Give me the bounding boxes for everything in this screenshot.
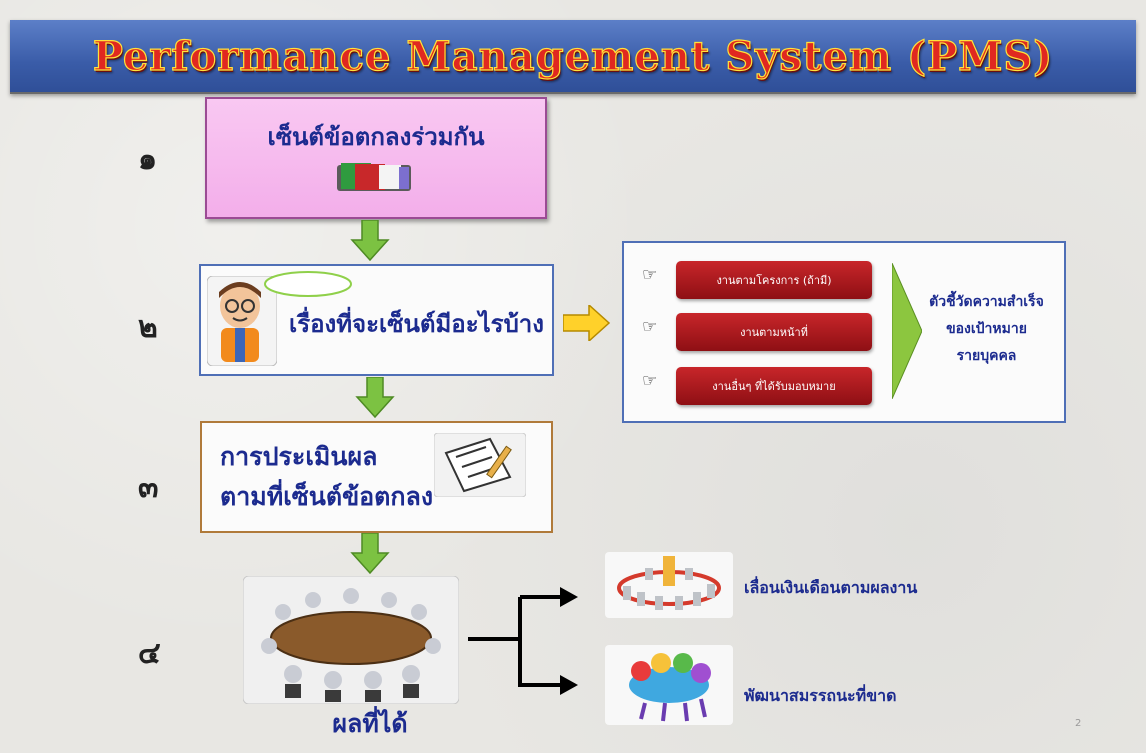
page-number: 2 [1075, 718, 1082, 729]
pointing-hand-icon: ☞ [642, 265, 658, 285]
down-arrow-icon [350, 220, 390, 262]
pointing-hand-icon: ☞ [642, 371, 658, 391]
pointing-hand-icon: ☞ [642, 317, 658, 337]
down-arrow-icon [350, 533, 390, 575]
branch-arrow-icon [468, 587, 578, 695]
step-4-label: ผลที่ได้ [332, 709, 408, 738]
step-2-box: เรื่องที่จะเซ็นต์มีอะไรบ้าง [199, 264, 554, 376]
title-bar: Performance Management System (PMS) [10, 20, 1136, 94]
outcome-salary: เลื่อนเงินเดือนตามผลงาน [744, 578, 918, 597]
step-1-label: เซ็นต์ข้อตกลงร่วมกัน [267, 123, 485, 151]
meeting-table-icon [243, 576, 459, 704]
notebook-icon [337, 163, 411, 191]
work-item-duty: งานตามหน้าที่ [676, 313, 872, 351]
step-2-label: เรื่องที่จะเซ็นต์มีอะไรบ้าง [289, 310, 544, 338]
checklist-icon [434, 433, 526, 497]
chevron-right-icon [892, 263, 922, 399]
down-arrow-icon [355, 377, 395, 419]
cartoon-man-icon [207, 276, 277, 366]
step-3-label-line-2: ตามที่เซ็นต์ข้อตกลง [220, 482, 434, 511]
right-arrow-icon [563, 305, 611, 341]
step-1-box: เซ็นต์ข้อตกลงร่วมกัน [205, 97, 547, 219]
step-3-box: การประเมินผล ตามที่เซ็นต์ข้อตกลง [200, 421, 553, 533]
money-circle-icon [605, 552, 733, 618]
work-item-assigned: งานอื่นๆ ที่ได้รับมอบหมาย [676, 367, 872, 405]
step-number-3: ๓ [138, 470, 159, 505]
page-title: Performance Management System (PMS) [92, 32, 1054, 80]
step-number-4: ๔ [138, 636, 161, 671]
step-number-2: ๒ [138, 310, 158, 345]
kpi-line-2: ของเป้าหมาย [946, 321, 1027, 337]
step-number-1: ๑ [138, 142, 158, 177]
work-item-project: งานตามโครงการ (ถ้ามี) [676, 261, 872, 299]
speech-bubble-icon [264, 271, 352, 297]
step-3-label-line-1: การประเมินผล [220, 442, 378, 471]
kpi-line-3: รายบุคคล [956, 348, 1017, 364]
outcome-competency: พัฒนาสมรรถนะที่ขาด [744, 686, 897, 705]
kpi-line-1: ตัวชี้วัดความสำเร็จ [929, 294, 1044, 310]
team-huddle-icon [605, 645, 733, 725]
work-items-panel: ☞ งานตามโครงการ (ถ้ามี) ☞ งานตามหน้าที่ … [622, 241, 1066, 423]
kpi-label: ตัวชี้วัดความสำเร็จ ของเป้าหมาย รายบุคคล [914, 289, 1059, 370]
